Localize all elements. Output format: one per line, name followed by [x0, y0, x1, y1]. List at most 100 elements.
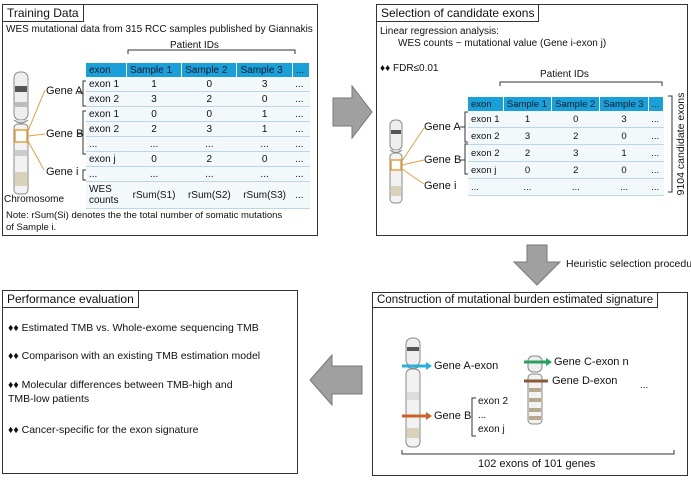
cell: ... [292, 91, 310, 107]
gene-b-exon-j: exon j [478, 424, 505, 435]
cell: exon j [468, 161, 504, 179]
cell: ... [292, 77, 310, 92]
selection-chromosome [389, 119, 403, 204]
training-note-2: of Sample i. [6, 222, 57, 233]
cell: 1 [236, 121, 293, 137]
cell: exon 2 [468, 144, 504, 162]
heuristic-label: Heuristic selection procedure [566, 258, 691, 270]
cell: 2 [551, 161, 600, 179]
cell: ... [181, 166, 237, 182]
cell: exon 1 [86, 77, 127, 92]
header-cell: Sample 3 [599, 97, 649, 111]
cell: 2 [126, 121, 182, 137]
gene-b: Gene B [434, 410, 472, 422]
cell: 0 [126, 151, 182, 167]
header-cell: Sample 2 [181, 63, 238, 77]
training-note-1: Note: rSum(Si) denotes the the total num… [6, 210, 283, 221]
training-subtitle: WES mutational data from 315 RCC samples… [6, 24, 313, 35]
cell: 3 [126, 91, 182, 107]
cell: 1 [126, 77, 182, 92]
construction-chromosome-1 [405, 337, 421, 448]
header-cell: Sample 1 [503, 97, 553, 111]
cell: rSum(S1) [126, 181, 182, 209]
header-cell: Sample 1 [126, 63, 183, 77]
cell: 3 [181, 121, 237, 137]
header-cell: Sample 3 [236, 63, 293, 77]
cell: 1 [503, 111, 552, 128]
cell: 3 [503, 127, 552, 145]
cell: 2 [503, 144, 552, 162]
cell: 3 [236, 77, 293, 92]
cell: ... [126, 136, 182, 152]
cell: ... [181, 136, 237, 152]
performance-title: Performance evaluation [2, 290, 139, 308]
arrow-right [332, 84, 373, 140]
construction-chromosome-2 [527, 355, 543, 425]
cell: ... [648, 127, 664, 145]
training-gene-a: Gene A [46, 85, 83, 97]
selection-fdr: ♦♦ FDR≤0.01 [380, 63, 439, 74]
gene-c-exon: Gene C-exon n [554, 356, 629, 368]
cell: 3 [551, 144, 600, 162]
counts-label-2: counts [89, 195, 119, 206]
cell: 0 [126, 106, 182, 122]
cell: 0 [599, 161, 649, 179]
cell: ... [236, 136, 293, 152]
cell: ... [292, 151, 310, 167]
selection-line-2: WES counts ~ mutational value (Gene i-ex… [398, 38, 607, 49]
cell: 0 [236, 91, 293, 107]
selection-patient-ids: Patient IDs [540, 69, 589, 80]
table-row: ............... [468, 178, 664, 196]
cell: rSum(S2) [181, 181, 237, 209]
cell: exon 2 [86, 121, 127, 137]
cell: ... [599, 178, 649, 196]
training-chromosome [13, 71, 29, 195]
arrow-left [309, 353, 363, 407]
cell: 0 [236, 151, 293, 167]
selection-table: exon Sample 1 Sample 2 Sample 3 ... exon… [468, 97, 665, 196]
arrow-down [512, 244, 562, 286]
cell: 2 [551, 127, 600, 145]
training-gene-b: Gene B [46, 128, 84, 140]
cell: ... [503, 178, 552, 196]
counts-label-1: WES [89, 184, 112, 195]
cell: exon j [86, 151, 127, 167]
cell: ... [292, 106, 310, 122]
selection-title: Selection of candidate exons [376, 4, 540, 22]
construction-title: Construction of mutational burden estima… [372, 292, 659, 308]
performance-bullet-3-cont: TMB-low patients [8, 393, 90, 405]
cell: ... [648, 161, 664, 179]
cell: 0 [181, 106, 237, 122]
performance-bullet-4: ♦♦ Cancer-specific for the exon signatur… [8, 424, 199, 436]
header-cell: exon [86, 63, 127, 77]
cell: ... [292, 181, 310, 209]
training-table: exon Sample 1 Sample 2 Sample 3 ... exon… [86, 63, 311, 209]
header-cell: exon [468, 97, 504, 111]
cell: ... [468, 178, 504, 196]
cell: exon 2 [468, 127, 504, 145]
cell: ... [236, 166, 293, 182]
training-chromosome-label: Chromosome [4, 194, 65, 205]
gene-a-exon: Gene A-exon [434, 360, 499, 372]
cell: 0 [551, 111, 600, 128]
training-patient-ids: Patient IDs [170, 40, 219, 51]
cell: ... [648, 144, 664, 162]
header-cell: ... [292, 63, 311, 77]
cell: ... [86, 136, 127, 152]
cell: ... [551, 178, 600, 196]
selection-gene-i: Gene i [424, 180, 457, 192]
cell: ... [86, 166, 127, 182]
cell: ... [292, 166, 310, 182]
construction-ellipsis: ... [640, 380, 649, 391]
table-header-row: exon Sample 1 Sample 2 Sample 3 ... [468, 97, 665, 111]
selection-gene-b: Gene B [424, 154, 462, 166]
